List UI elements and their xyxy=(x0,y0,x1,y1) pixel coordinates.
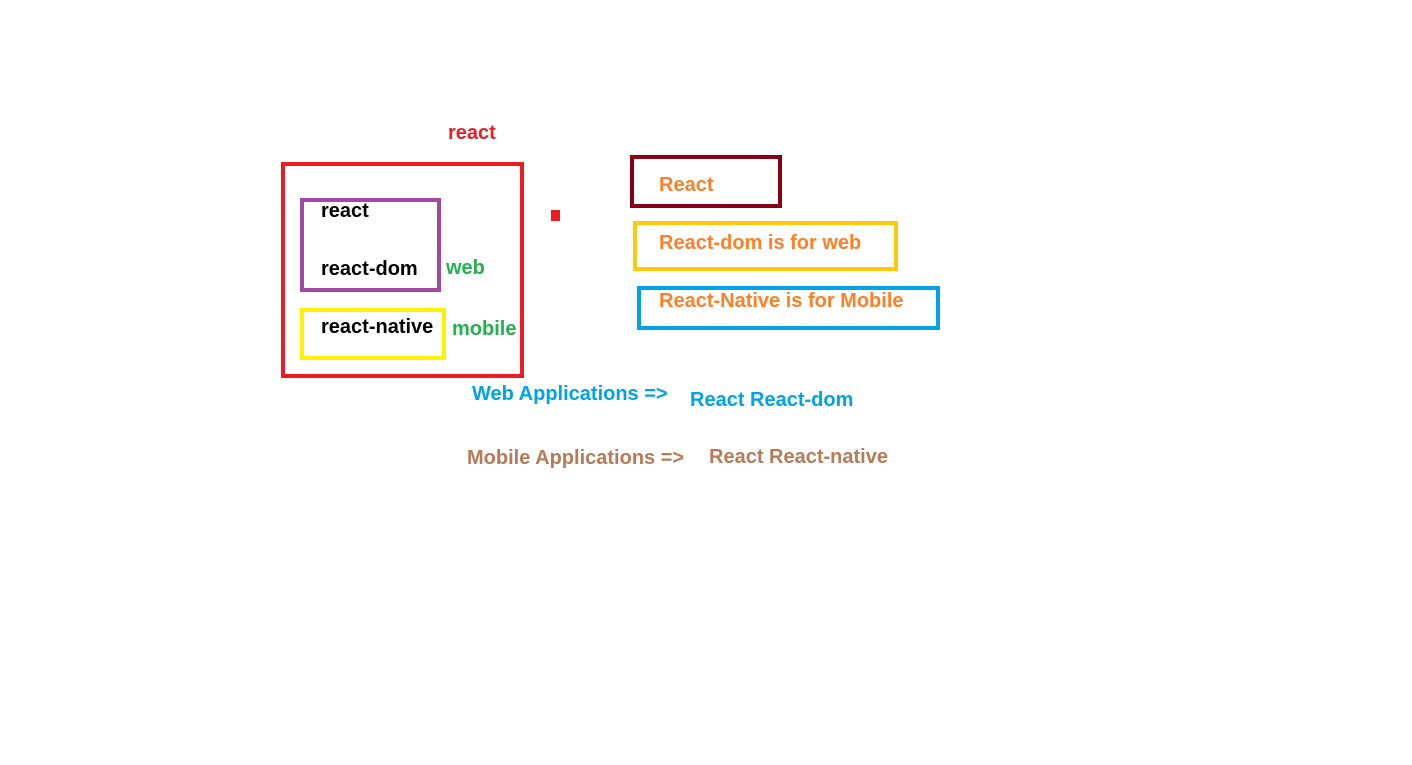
react-dom-summary-text: React-dom is for web xyxy=(659,232,862,254)
react-native-summary-text: React-Native is for Mobile xyxy=(659,290,904,312)
react-native-box xyxy=(300,308,446,360)
react-dom-summary-box xyxy=(633,221,898,271)
red-dot-marker xyxy=(551,210,560,221)
mobile-applications-label: Mobile Applications => xyxy=(467,447,685,469)
core-item-react: react xyxy=(321,200,369,222)
react-core-box xyxy=(300,198,441,292)
react-package-box xyxy=(281,162,524,378)
react-package-title: react xyxy=(448,122,496,144)
mobile-label: mobile xyxy=(452,318,517,340)
web-label: web xyxy=(446,257,485,279)
web-applications-value: React React-dom xyxy=(690,389,854,411)
core-item-react-dom: react-dom xyxy=(321,258,418,280)
react-summary-box xyxy=(630,155,782,208)
native-item-react-native: react-native xyxy=(321,316,434,338)
mobile-applications-value: React React-native xyxy=(709,446,888,468)
react-summary-text: React xyxy=(659,174,714,196)
react-native-summary-box xyxy=(637,286,940,330)
web-applications-label: Web Applications => xyxy=(472,383,668,405)
